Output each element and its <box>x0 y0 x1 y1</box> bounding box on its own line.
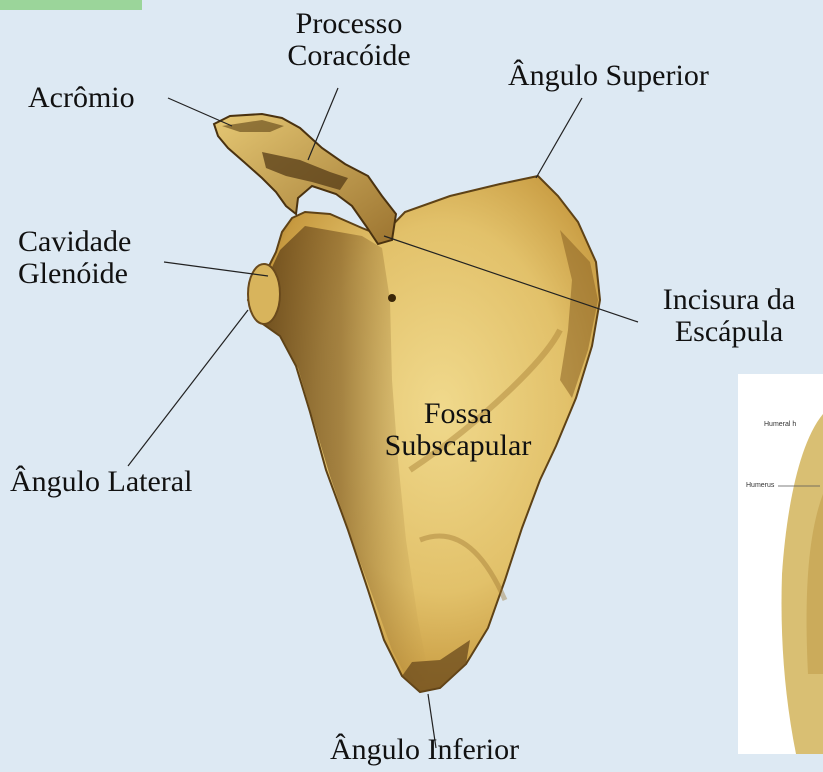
label-cavidade-glenoide: Cavidade Glenóide <box>18 226 131 290</box>
label-incisura-line2: Escápula <box>636 316 822 348</box>
leader-acromio <box>168 98 232 126</box>
label-fossa-subscapular: Fossa Subscapular <box>360 398 556 462</box>
label-fossa-line2: Subscapular <box>360 430 556 462</box>
leader-cavidade <box>164 262 268 276</box>
label-cavidade-line2: Glenóide <box>18 258 131 290</box>
inset-humerus-illustration <box>738 374 823 754</box>
label-angulo-superior: Ângulo Superior <box>508 60 709 92</box>
inset-label-humerus: Humerus <box>746 482 774 489</box>
label-processo-line2: Coracóide <box>264 40 434 72</box>
label-incisura-line1: Incisura da <box>636 284 822 316</box>
leader-angulo-lateral <box>128 310 248 466</box>
glenoid-cavity <box>248 264 280 324</box>
leader-angulo-superior <box>536 98 582 178</box>
label-acromio: Acrômio <box>28 82 135 114</box>
label-cavidade-line1: Cavidade <box>18 226 131 258</box>
label-angulo-inferior: Ângulo Inferior <box>330 734 519 766</box>
inset-image: Humeral h Humerus <box>738 374 823 754</box>
inset-label-humeral: Humeral h <box>764 421 796 428</box>
nutrient-foramen <box>388 294 396 302</box>
label-processo-coracoide: Processo Coracóide <box>264 8 434 72</box>
label-fossa-line1: Fossa <box>360 398 556 430</box>
label-incisura-escapula: Incisura da Escápula <box>636 284 822 348</box>
label-processo-line1: Processo <box>264 8 434 40</box>
label-angulo-lateral: Ângulo Lateral <box>10 466 192 498</box>
